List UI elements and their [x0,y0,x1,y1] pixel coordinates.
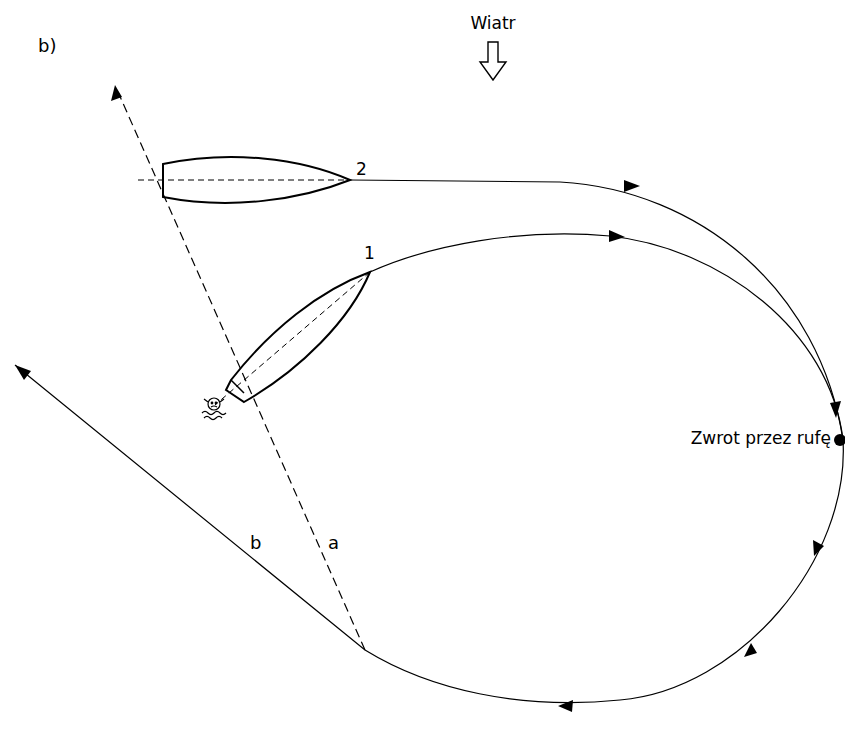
arrow-head [813,540,824,556]
course-line [350,180,843,440]
boat-transom [231,380,244,393]
arrow-head [830,401,841,418]
boat-hull [226,272,370,402]
manoeuvre-label: Zwrot przez rufę [691,429,831,448]
line-label: b [248,533,263,553]
dashed-line-a [118,92,365,650]
arrow-head [624,180,640,192]
course-line [15,234,843,703]
arrow-head [111,85,122,101]
boat-number: 2 [356,160,367,179]
arrow-head [609,230,625,242]
jibe-point [834,434,845,446]
boat-centerline [215,272,370,405]
boat-number: 1 [364,244,375,263]
arrow-head [15,365,31,380]
boat-hull [163,157,350,203]
man-overboard-icon [202,398,226,420]
line-label: a [326,533,341,553]
figure-letter: b) [38,36,56,56]
boat-centerline [138,180,350,181]
wind-arrow [480,42,506,80]
wind-label: Wiatr [470,14,515,33]
arrow-head [558,700,573,712]
arrow-head [744,643,757,657]
